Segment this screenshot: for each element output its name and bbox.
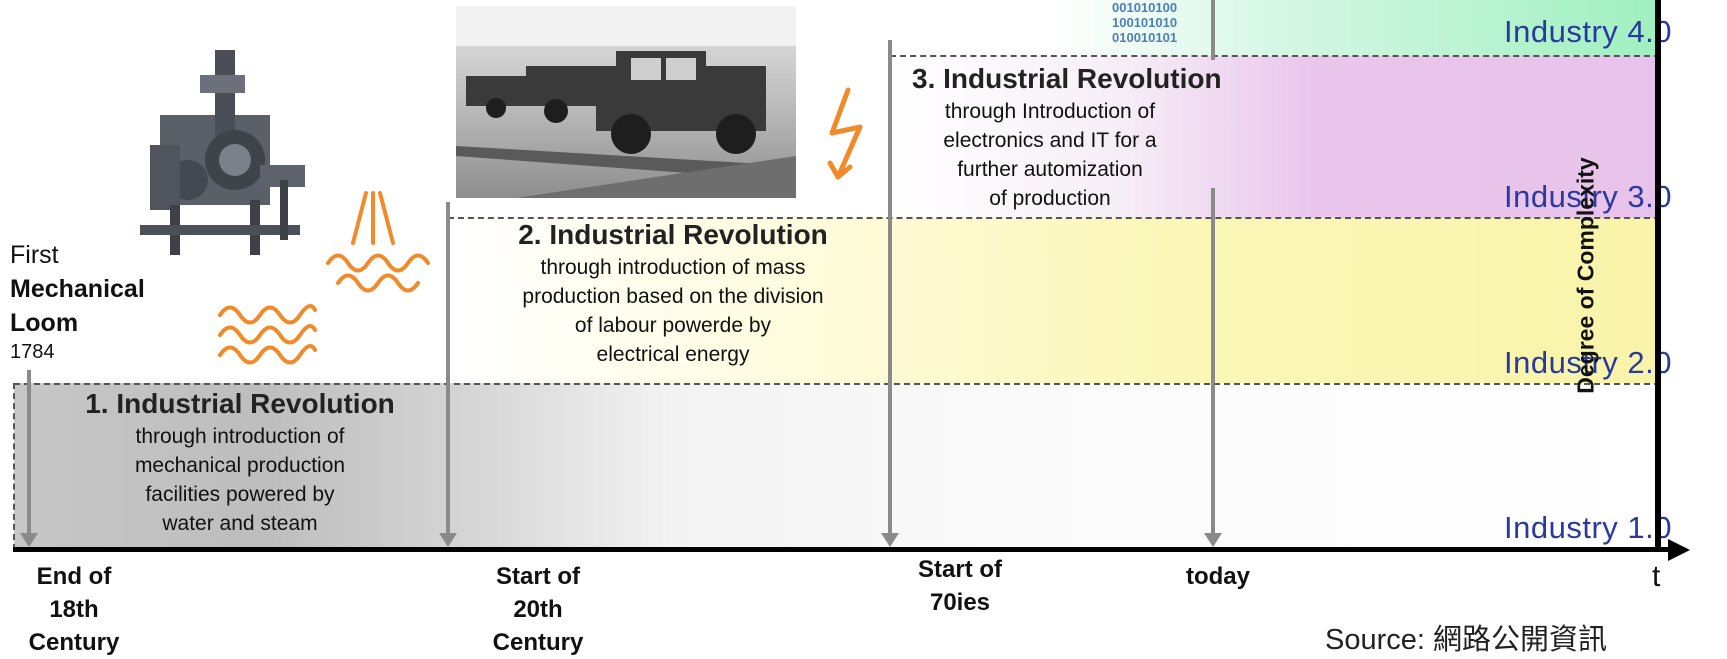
revolution-1-desc: through introduction of mechanical produ…	[40, 422, 440, 538]
tick-line: Start of	[918, 556, 1002, 583]
revolution-1-desc-line: facilities powered by	[145, 483, 335, 506]
tick-line: Start of	[496, 563, 580, 590]
band-left-edge	[13, 383, 15, 550]
loom-label: First Mechanical Loom 1784	[10, 238, 145, 364]
revolution-3-title: 3. Industrial Revolution	[912, 63, 1222, 94]
industry-1-band	[14, 383, 1660, 550]
revolution-1-title: 1. Industrial Revolution	[85, 388, 395, 419]
revolution-2-desc-line: through introduction of mass	[540, 256, 806, 279]
tick-start-70ies: Start of 70ies	[900, 553, 1020, 619]
marker-line-20th	[446, 202, 450, 542]
marker-arrow-today	[1204, 533, 1222, 547]
revolution-1-desc-line: through introduction of	[135, 425, 345, 448]
tick-line: Century	[28, 629, 120, 656]
steam-icon	[326, 191, 430, 293]
revolution-2-title: 2. Industrial Revolution	[518, 219, 828, 250]
lightning-bolt-icon	[827, 87, 863, 180]
revolution-1-desc-line: water and steam	[162, 512, 318, 535]
revolution-3-desc-line: of production	[989, 187, 1111, 210]
revolution-2-desc-line: production based on the division	[522, 285, 824, 308]
source-caption: Source: 網路公開資訊	[1325, 624, 1607, 656]
marker-arrow-20th	[439, 533, 457, 547]
marker-line-today-top	[1211, 0, 1215, 60]
tick-line: 20th	[513, 596, 563, 623]
x-axis-arrowhead	[1668, 539, 1690, 561]
loom-label-year: 1784	[10, 341, 55, 363]
marker-line-today	[1211, 188, 1215, 542]
industry-2-band	[448, 218, 1660, 383]
revolution-3-desc-line: electronics and IT for a	[943, 129, 1157, 152]
loom-label-loom: Loom	[10, 309, 79, 337]
revolution-3-desc-line: further automization	[957, 158, 1143, 181]
assembly-line-photo	[456, 6, 796, 198]
tick-end-18th-century: End of 18th Century	[14, 560, 134, 659]
revolution-3-desc-line: through Introduction of	[944, 100, 1156, 123]
y-axis	[1655, 0, 1661, 552]
industry-1-label: Industry 1.0	[1504, 510, 1672, 545]
x-axis	[13, 547, 1673, 552]
x-axis-label: t	[1652, 560, 1661, 593]
tick-today: today	[1168, 560, 1268, 593]
binary-line: 010010101	[1112, 30, 1178, 45]
revolution-1-desc-line: mechanical production	[134, 454, 346, 477]
marker-line-70ies	[888, 40, 892, 542]
binary-line: 001010100	[1112, 0, 1178, 15]
marker-line-18th	[27, 370, 31, 542]
band-divider-2	[14, 383, 1660, 385]
marker-arrow-70ies	[881, 533, 899, 547]
tick-line: today	[1185, 563, 1250, 590]
revolution-2-desc: through introduction of mass production …	[468, 253, 878, 369]
industry-4-label: Industry 4.0	[1504, 14, 1672, 49]
revolution-1-block: 1. Industrial Revolution through introdu…	[40, 388, 440, 538]
binary-code-block: 001010100 100101010 010010101	[1112, 0, 1177, 45]
industry-4-band	[890, 0, 1660, 56]
loom-label-first: First	[10, 241, 59, 269]
tick-line: 18th	[49, 596, 99, 623]
tick-line: End of	[36, 563, 112, 590]
revolution-3-block: 3. Industrial Revolution through Introdu…	[900, 63, 1300, 213]
revolution-2-desc-line: electrical energy	[596, 343, 750, 366]
band-divider-4	[890, 55, 1660, 57]
industry-3-label: Industry 3.0	[1504, 179, 1672, 214]
revolution-2-block: 2. Industrial Revolution through introdu…	[468, 219, 878, 369]
binary-line: 100101010	[1112, 15, 1178, 30]
industry-3-band	[890, 56, 1660, 218]
loom-label-mechanical: Mechanical	[10, 275, 145, 303]
mechanical-loom-image	[140, 50, 305, 255]
industry-2-label: Industry 2.0	[1504, 345, 1672, 380]
revolution-3-desc: through Introduction of electronics and …	[900, 97, 1200, 213]
water-waves-icon	[218, 304, 317, 365]
marker-arrow-18th	[20, 533, 38, 547]
revolution-2-desc-line: of labour powerde by	[574, 314, 772, 337]
tick-line: 70ies	[929, 589, 991, 616]
tick-start-20th-century: Start of 20th Century	[478, 560, 598, 659]
band-divider-3	[448, 217, 1660, 219]
tick-line: Century	[492, 629, 584, 656]
y-axis-label: Degree of Complexity	[1572, 157, 1599, 394]
